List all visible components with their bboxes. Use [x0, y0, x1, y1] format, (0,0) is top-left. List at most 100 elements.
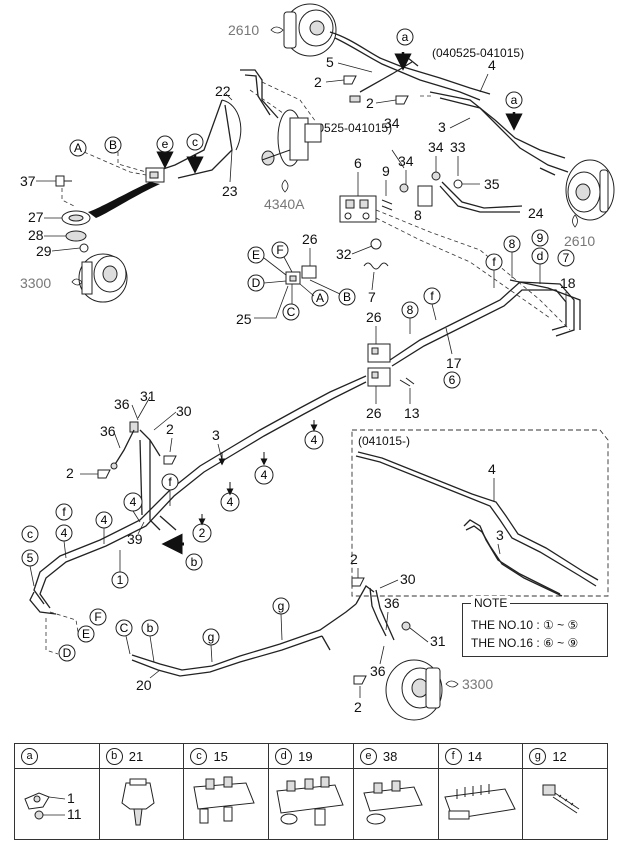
circle-g-b2: g: [272, 597, 290, 615]
circle-D-bl: D: [58, 644, 76, 662]
label-33: 33: [450, 139, 466, 155]
legend-letter-c: c: [190, 747, 208, 765]
period-label-a: (040525-041015): [432, 46, 524, 60]
circle-E-mid: E: [247, 246, 265, 264]
label-31-b: 31: [430, 633, 446, 649]
circle-E-bl: E: [77, 625, 95, 643]
svg-text:e: e: [162, 137, 169, 151]
legend-part-c: 15: [213, 748, 228, 764]
label-5: 5: [326, 54, 334, 70]
svg-text:9: 9: [537, 231, 544, 245]
svg-text:6: 6: [449, 373, 456, 387]
label-18: 18: [560, 275, 576, 291]
svg-text:d: d: [537, 249, 544, 263]
legend-letter-b: b: [105, 747, 123, 765]
fitting-cluster-left: [97, 421, 177, 479]
circle-F-mid: F: [271, 241, 289, 259]
label-36-d: 36: [370, 663, 386, 679]
label-17: 17: [446, 355, 462, 371]
label-25: 25: [236, 311, 252, 327]
label-34-a: 34: [384, 115, 400, 131]
legend-part-d: 19: [298, 748, 313, 764]
label-3300-right: 3300: [462, 676, 493, 692]
legend-a-part-11: 11: [67, 806, 82, 822]
svg-text:f: f: [492, 255, 496, 269]
svg-text:a: a: [402, 30, 409, 44]
circle-4-left2: 4: [55, 524, 73, 542]
circle-4-left: 4: [95, 511, 113, 529]
circle-f-l1: f: [161, 473, 179, 491]
circle-c-l: c: [21, 525, 39, 543]
svg-text:4: 4: [227, 495, 234, 509]
brake-disc-right: [565, 159, 615, 221]
circle-6-r: 6: [443, 371, 461, 389]
svg-text:7: 7: [563, 251, 570, 265]
bolt-37: [55, 175, 72, 187]
label-6: 6: [354, 155, 362, 171]
clip-e-icon: [363, 780, 423, 825]
clip-d-icon: [276, 776, 344, 826]
circle-4-m2: 4: [254, 465, 274, 485]
legend-letter-d: d: [275, 747, 293, 765]
svg-text:g: g: [278, 599, 285, 613]
svg-text:f: f: [430, 289, 434, 303]
label-2-c: 2: [166, 421, 174, 437]
svg-text:b: b: [191, 555, 198, 569]
svg-text:C: C: [287, 305, 296, 319]
circle-4-m1: 4: [304, 430, 324, 450]
circle-f-r2: f: [423, 287, 441, 305]
svg-text:4: 4: [130, 495, 137, 509]
svg-text:5: 5: [27, 551, 34, 565]
svg-text:B: B: [343, 290, 351, 304]
label-4-top: 4: [488, 57, 496, 73]
legend-letter-f: f: [444, 747, 462, 765]
label-28: 28: [28, 227, 44, 243]
period-label-c: (041015-): [358, 434, 410, 448]
bolt-g-icon: [542, 784, 580, 814]
svg-text:A: A: [74, 141, 82, 155]
proportioning-valve: [339, 195, 377, 223]
label-2610-top: 2610: [228, 22, 259, 38]
label-3-inset: 3: [496, 527, 504, 543]
svg-text:1: 1: [117, 573, 124, 587]
svg-text:b: b: [147, 621, 154, 635]
circle-A-left: A: [69, 139, 87, 157]
label-3300-left: 3300: [20, 275, 51, 291]
circle-a-top1: a: [396, 28, 414, 46]
brake-hub-right: [385, 659, 443, 721]
circle-A-mid: A: [311, 289, 329, 307]
circle-b-l: b: [185, 553, 203, 571]
circle-C-b: C: [115, 619, 133, 637]
label-24: 24: [528, 205, 544, 221]
label-13: 13: [404, 405, 420, 421]
circle-8-r: 8: [503, 235, 521, 253]
label-34-c: 34: [428, 139, 444, 155]
svg-text:C: C: [120, 621, 129, 635]
label-39: 39: [127, 531, 143, 547]
circle-1: 1: [111, 571, 129, 589]
legend-cell-d: d 19: [269, 744, 354, 839]
legend-letter-a: a: [21, 747, 38, 765]
clip-b-icon: [121, 778, 155, 826]
circle-c-left: c: [186, 133, 204, 151]
circle-d-r: d: [531, 247, 549, 265]
svg-text:4: 4: [61, 526, 68, 540]
label-37: 37: [20, 173, 36, 189]
label-29: 29: [36, 243, 52, 259]
label-35: 35: [484, 176, 500, 192]
circle-4-m3: 4: [220, 492, 240, 512]
svg-text:E: E: [252, 248, 260, 262]
legend-letter-g: g: [529, 747, 547, 765]
label-20: 20: [136, 677, 152, 693]
svg-text:8: 8: [509, 237, 516, 251]
svg-text:D: D: [63, 646, 72, 660]
label-26-a: 26: [302, 231, 318, 247]
svg-text:F: F: [94, 610, 101, 624]
label-36-b: 36: [100, 423, 116, 439]
legend-letter-e: e: [359, 747, 377, 765]
